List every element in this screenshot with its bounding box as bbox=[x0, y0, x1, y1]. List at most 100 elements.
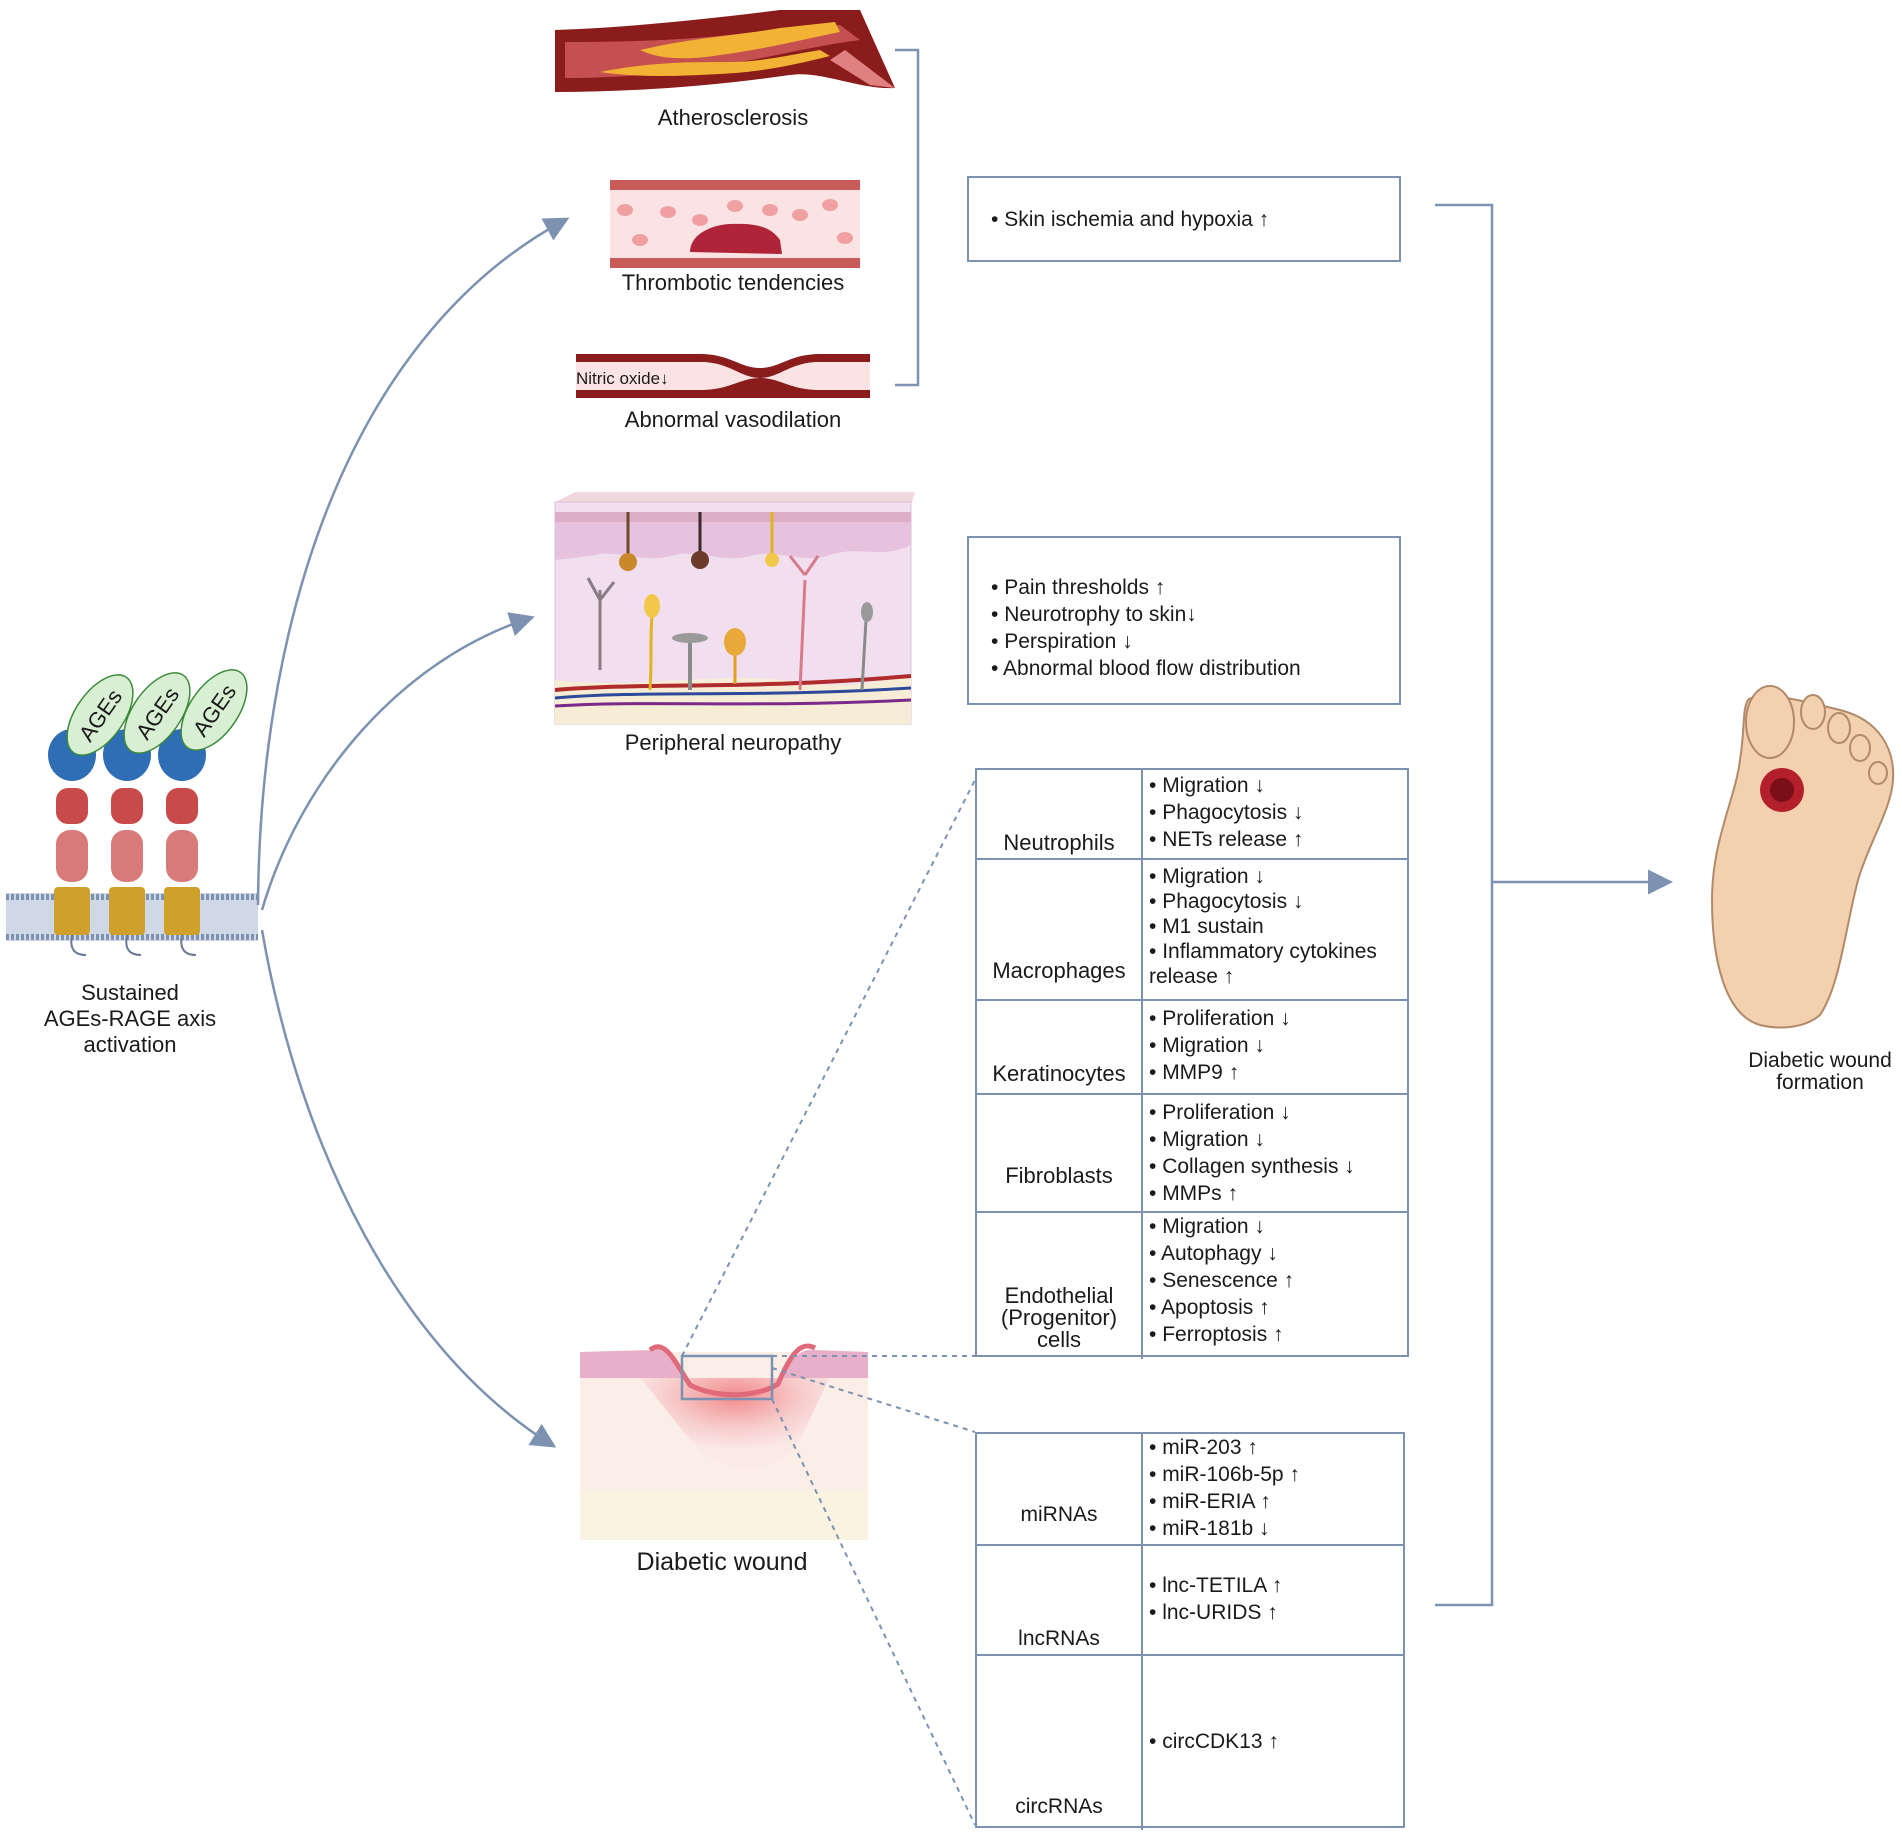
rna-effects-cell: circCDK13 ↑ bbox=[1143, 1656, 1403, 1830]
cell-effect-item: Phagocytosis ↓ bbox=[1149, 889, 1401, 914]
rage-receptor-cluster: AGEs AGEs AGEs bbox=[6, 669, 258, 956]
cell-effect-item: Senescence ↑ bbox=[1149, 1267, 1401, 1294]
rage-receptor-1 bbox=[48, 729, 96, 956]
cell-effect-item: MMPs ↑ bbox=[1149, 1180, 1401, 1207]
neuropathy-effect-item: Neurotrophy to skin↓ bbox=[991, 601, 1377, 628]
neuropathy-skin-illustration bbox=[554, 492, 915, 725]
atherosclerosis-label: Atherosclerosis bbox=[658, 105, 808, 130]
cell-effect-item: Collagen synthesis ↓ bbox=[1149, 1153, 1401, 1180]
rna-effects-cell: miR-203 ↑ miR-106b-5p ↑ miR-ERIA ↑ miR-1… bbox=[1143, 1434, 1403, 1544]
table-row-fibroblasts: Fibroblasts Proliferation ↓ Migration ↓ … bbox=[977, 1095, 1407, 1213]
cell-type-cell: Keratinocytes bbox=[977, 1001, 1143, 1093]
cell-effect-item: MMP9 ↑ bbox=[1149, 1059, 1401, 1086]
neuropathy-effect-item: Perspiration ↓ bbox=[991, 628, 1377, 655]
receptor-caption-line: activation bbox=[83, 1032, 177, 1057]
cell-type-name: Keratinocytes bbox=[992, 1061, 1126, 1086]
cell-type-name: Macrophages bbox=[992, 958, 1126, 983]
receptor-caption-line: AGEs-RAGE axis bbox=[43, 1006, 217, 1031]
vascular-bracket bbox=[895, 48, 920, 387]
cell-type-cell: Endothelial (Progenitor) cells bbox=[977, 1213, 1143, 1359]
rage-receptor-2 bbox=[103, 729, 151, 956]
peripheral-neuropathy-label: Peripheral neuropathy bbox=[625, 730, 841, 755]
cell-type-name: Endothelial (Progenitor) cells bbox=[977, 1285, 1141, 1351]
rna-effect-item: circCDK13 ↑ bbox=[1149, 1728, 1397, 1755]
neuropathy-effect-item: Pain thresholds ↑ bbox=[991, 574, 1377, 601]
nitric-oxide-label: Nitric oxide↓ bbox=[576, 369, 669, 388]
cell-type-cell: Macrophages bbox=[977, 860, 1143, 999]
cell-effect-item: Migration ↓ bbox=[1149, 1126, 1401, 1153]
arrow-to-vascular bbox=[256, 217, 570, 906]
table-row-lncrnas: lncRNAs lnc-TETILA ↑ lnc-URIDS ↑ bbox=[977, 1546, 1403, 1656]
outcome-label-line: formation bbox=[1776, 1071, 1864, 1094]
table-row-circrnas: circRNAs circCDK13 ↑ bbox=[977, 1656, 1403, 1830]
atherosclerosis-illustration bbox=[555, 10, 895, 92]
cell-effect-item: Proliferation ↓ bbox=[1149, 1099, 1401, 1126]
cell-type-name-line: (Progenitor) bbox=[1000, 1305, 1118, 1330]
rna-type-name: miRNAs bbox=[1020, 1503, 1098, 1526]
cell-effect-item: Apoptosis ↑ bbox=[1149, 1294, 1401, 1321]
cell-effects-table: Neutrophils Migration ↓ Phagocytosis ↓ N… bbox=[975, 768, 1409, 1359]
outcome-label: Diabetic wound formation bbox=[1735, 1050, 1902, 1094]
rna-effect-item: lnc-TETILA ↑ bbox=[1149, 1572, 1397, 1599]
table-row-neutrophils: Neutrophils Migration ↓ Phagocytosis ↓ N… bbox=[977, 770, 1407, 860]
outcome-label-line: Diabetic wound bbox=[1748, 1049, 1892, 1072]
rna-type-name: lncRNAs bbox=[1018, 1627, 1100, 1650]
rna-type-cell: lncRNAs bbox=[977, 1546, 1143, 1654]
cell-effect-item: Migration ↓ bbox=[1149, 772, 1401, 799]
rna-effects-table: miRNAs miR-203 ↑ miR-106b-5p ↑ miR-ERIA … bbox=[975, 1432, 1405, 1830]
rna-effect-item: miR-ERIA ↑ bbox=[1149, 1488, 1397, 1515]
receptor-caption: Sustained AGEs-RAGE axis activation bbox=[40, 980, 220, 1058]
outcome-bracket bbox=[1435, 203, 1673, 1607]
rage-receptor-3 bbox=[158, 729, 206, 956]
cell-type-name: Neutrophils bbox=[1003, 830, 1115, 855]
cell-effects-cell: Migration ↓ Phagocytosis ↓ M1 sustain In… bbox=[1143, 860, 1407, 999]
abnormal-vasodilation-label: Abnormal vasodilation bbox=[625, 407, 841, 432]
receptor-caption-line: Sustained bbox=[81, 980, 179, 1005]
cell-effects-cell: Migration ↓ Phagocytosis ↓ NETs release … bbox=[1143, 770, 1407, 858]
cell-effects-cell: Proliferation ↓ Migration ↓ MMP9 ↑ bbox=[1143, 1001, 1407, 1093]
cell-type-name-line: Endothelial bbox=[1004, 1283, 1114, 1308]
table-row-keratinocytes: Keratinocytes Proliferation ↓ Migration … bbox=[977, 1001, 1407, 1095]
thrombotic-tendencies-label: Thrombotic tendencies bbox=[622, 270, 845, 295]
diabetic-wound-label: Diabetic wound bbox=[637, 1548, 808, 1576]
cell-effect-item: Phagocytosis ↓ bbox=[1149, 799, 1401, 826]
cell-type-cell: Neutrophils bbox=[977, 770, 1143, 858]
wound-zoom-box bbox=[680, 1354, 774, 1401]
cell-effect-item: Migration ↓ bbox=[1149, 1032, 1401, 1059]
cell-effect-item: Ferroptosis ↑ bbox=[1149, 1321, 1401, 1348]
arrow-to-neuropathy bbox=[260, 612, 535, 911]
arrow-to-wound bbox=[260, 929, 557, 1448]
rna-effects-cell: lnc-TETILA ↑ lnc-URIDS ↑ bbox=[1143, 1546, 1403, 1654]
cell-type-cell: Fibroblasts bbox=[977, 1095, 1143, 1211]
cell-effects-cell: Proliferation ↓ Migration ↓ Collagen syn… bbox=[1143, 1095, 1407, 1211]
table-row-mirnas: miRNAs miR-203 ↑ miR-106b-5p ↑ miR-ERIA … bbox=[977, 1434, 1403, 1546]
foot-illustration bbox=[1710, 685, 1895, 1029]
rna-type-name: circRNAs bbox=[1015, 1795, 1103, 1818]
table-row-endothelial: Endothelial (Progenitor) cells Migration… bbox=[977, 1213, 1407, 1359]
rna-effect-item: miR-181b ↓ bbox=[1149, 1515, 1397, 1542]
vasodilation-illustration bbox=[576, 354, 870, 398]
cell-effect-item: M1 sustain bbox=[1149, 914, 1401, 939]
table-row-macrophages: Macrophages Migration ↓ Phagocytosis ↓ M… bbox=[977, 860, 1407, 1001]
thrombosis-illustration bbox=[610, 180, 860, 268]
vascular-effect-item: Skin ischemia and hypoxia ↑ bbox=[991, 206, 1377, 233]
vascular-effects-box: Skin ischemia and hypoxia ↑ bbox=[967, 176, 1401, 262]
cell-effect-item: NETs release ↑ bbox=[1149, 826, 1401, 853]
rna-effect-item: miR-106b-5p ↑ bbox=[1149, 1461, 1397, 1488]
cell-effects-cell: Migration ↓ Autophagy ↓ Senescence ↑ Apo… bbox=[1143, 1213, 1407, 1359]
neuropathy-effects-box: Pain thresholds ↑ Neurotrophy to skin↓ P… bbox=[967, 536, 1401, 705]
cell-type-name: Fibroblasts bbox=[1005, 1163, 1113, 1188]
rna-effect-item: miR-203 ↑ bbox=[1149, 1434, 1397, 1461]
cell-effect-item: Inflammatory cytokines release ↑ bbox=[1149, 939, 1401, 989]
rna-type-cell: circRNAs bbox=[977, 1656, 1143, 1830]
cell-effect-item: Proliferation ↓ bbox=[1149, 1005, 1401, 1032]
neuropathy-effect-item: Abnormal blood flow distribution bbox=[991, 655, 1377, 682]
cell-type-name-line: cells bbox=[1036, 1327, 1081, 1352]
cell-effect-item: Migration ↓ bbox=[1149, 1213, 1401, 1240]
pathway-arrows bbox=[256, 217, 570, 1448]
rna-type-cell: miRNAs bbox=[977, 1434, 1143, 1544]
rna-effect-item: lnc-URIDS ↑ bbox=[1149, 1599, 1397, 1626]
cell-effect-item: Migration ↓ bbox=[1149, 864, 1401, 889]
cell-effect-item: Autophagy ↓ bbox=[1149, 1240, 1401, 1267]
